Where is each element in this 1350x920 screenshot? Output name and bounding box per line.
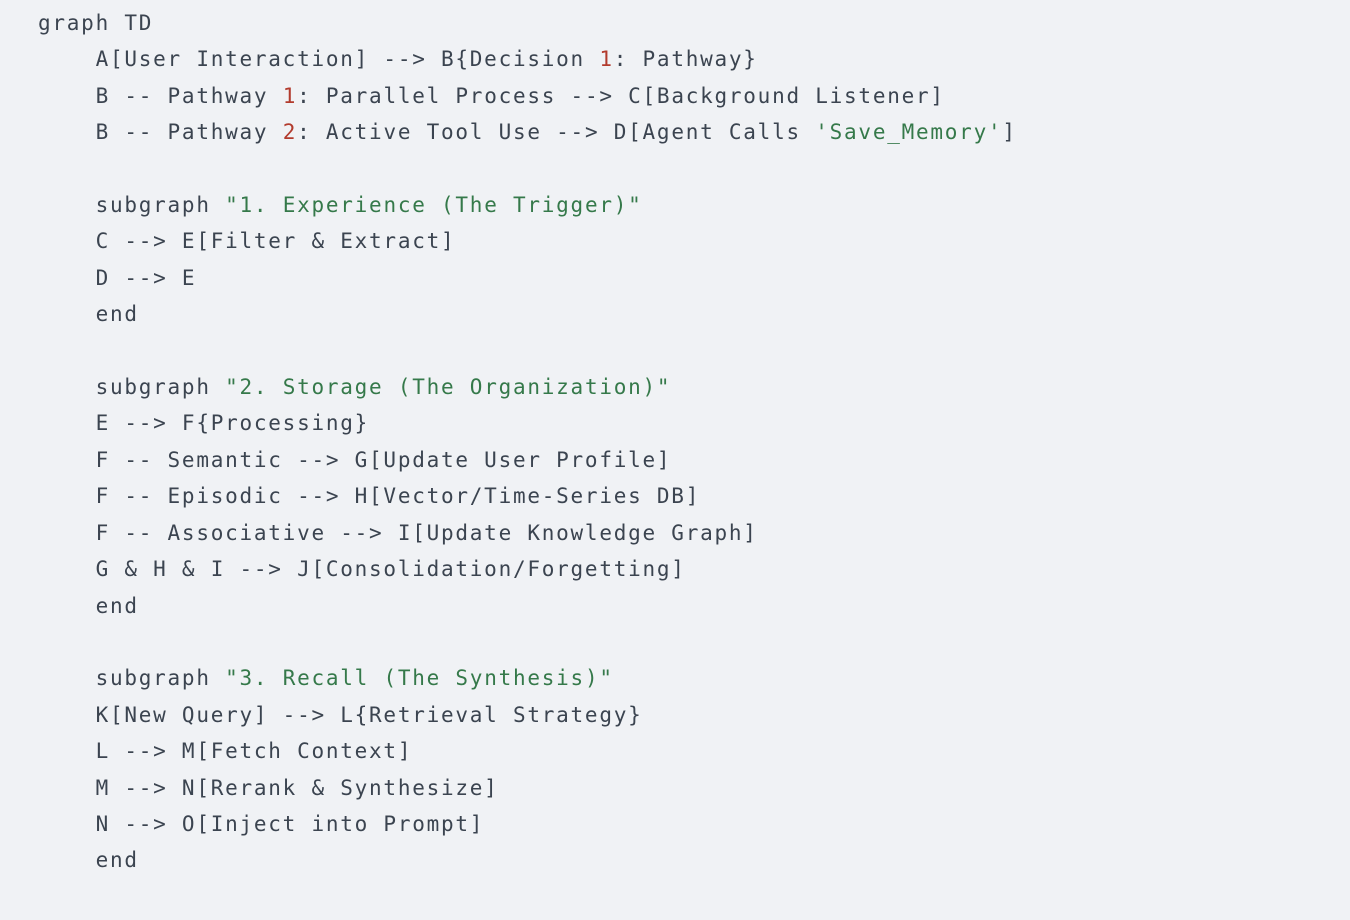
code-token-plain: end [38,593,139,618]
code-token-string: "2. Storage (The Organization)" [225,375,672,400]
code-line: end [38,296,1330,332]
code-token-plain: subgraph [38,375,226,400]
code-token-number: 1 [599,47,614,72]
code-line: end [38,842,1330,878]
code-token-number: 1 [282,83,298,108]
code-line: E --> F{Processing} [38,405,1330,441]
code-token-plain: M --> N[Rerank & Synthesize] [38,775,499,800]
code-token-plain: E --> F{Processing} [38,411,370,436]
code-line: F -- Associative --> I[Update Knowledge … [38,515,1330,551]
code-token-plain: end [38,848,139,873]
code-line: subgraph "1. Experience (The Trigger)" [38,187,1330,223]
code-token-plain: L --> M[Fetch Context] [38,739,413,764]
code-token-plain: B -- Pathway [38,83,283,108]
code-token-plain: subgraph [38,193,226,218]
code-token-plain: C --> E[Filter & Extract] [38,229,456,254]
code-line: B -- Pathway 2: Active Tool Use --> D[Ag… [38,114,1330,150]
code-token-plain: end [38,302,139,327]
code-line: M --> N[Rerank & Synthesize] [38,770,1330,806]
code-token-plain: : Active Tool Use --> D[Agent Calls [297,120,816,145]
code-line [38,151,1330,187]
code-line [38,333,1330,369]
code-line: F -- Episodic --> H[Vector/Time-Series D… [38,478,1330,514]
code-lines: graph TD A[User Interaction] --> B{Decis… [38,5,1330,879]
code-token-string: 'Save_Memory' [815,120,1003,145]
code-token-plain: : Parallel Process --> C[Background List… [297,83,945,108]
code-line: graph TD [38,5,1330,41]
code-token-plain: ] [1002,120,1017,145]
code-line: C --> E[Filter & Extract] [38,223,1330,259]
code-line: end [38,588,1330,624]
code-line: B -- Pathway 1: Parallel Process --> C[B… [38,78,1330,114]
code-line [38,624,1330,660]
code-token-number: 2 [282,120,298,145]
code-token-string: "1. Experience (The Trigger)" [225,193,643,218]
code-token-string: "3. Recall (The Synthesis)" [225,666,614,691]
code-line: K[New Query] --> L{Retrieval Strategy} [38,697,1330,733]
code-line: N --> O[Inject into Prompt] [38,806,1330,842]
code-line: A[User Interaction] --> B{Decision 1: Pa… [38,41,1330,77]
code-token-plain: D --> E [38,265,197,290]
code-line: L --> M[Fetch Context] [38,733,1330,769]
code-line: subgraph "2. Storage (The Organization)" [38,369,1330,405]
code-token-plain: : Pathway} [613,47,758,72]
code-token-plain: G & H & I --> J[Consolidation/Forgetting… [38,557,686,582]
code-token-plain: B -- Pathway [38,120,283,145]
code-token-plain: N --> O[Inject into Prompt] [38,811,485,836]
code-token-plain: A[User Interaction] --> B{Decision [38,47,600,72]
code-token-plain: F -- Semantic --> G[Update User Profile] [38,447,672,472]
code-token-plain: K[New Query] --> L{Retrieval Strategy} [38,702,643,727]
code-line: G & H & I --> J[Consolidation/Forgetting… [38,551,1330,587]
code-token-plain: F -- Associative --> I[Update Knowledge … [38,520,758,545]
code-token-plain: F -- Episodic --> H[Vector/Time-Series D… [38,484,701,509]
code-line: F -- Semantic --> G[Update User Profile] [38,442,1330,478]
code-line: subgraph "3. Recall (The Synthesis)" [38,660,1330,696]
code-token-plain: graph TD [38,11,154,35]
code-line: D --> E [38,260,1330,296]
code-token-plain: subgraph [38,666,226,691]
